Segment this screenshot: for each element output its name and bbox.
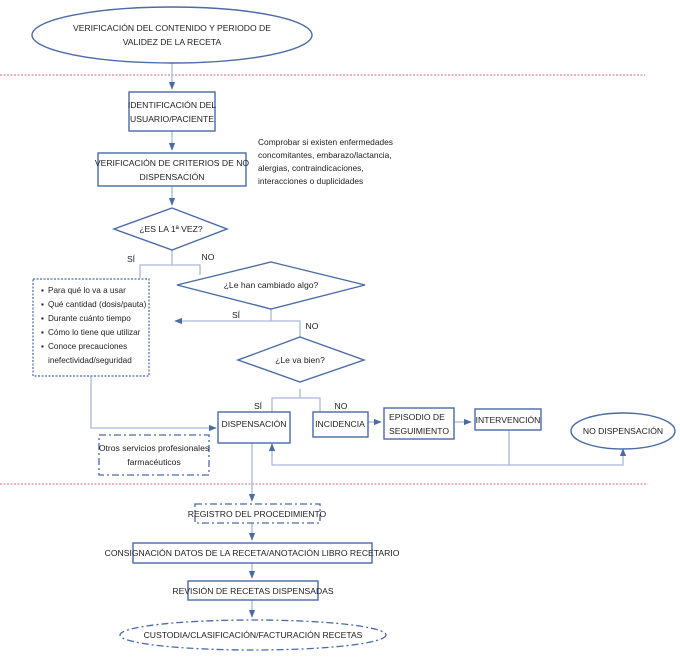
- node-consignacion: CONSIGNACIÓN DATOS DE LA RECETA/ANOTACIÓ…: [105, 542, 400, 564]
- node-incidencia-label: INCIDENCIA: [315, 419, 365, 429]
- node-custodia-label: CUSTODIA/CLASIFICACIÓN/FACTURACIÓN RECET…: [144, 630, 363, 640]
- node-registro: REGISTRO DEL PROCEDIMIENTO: [188, 503, 327, 524]
- node-no-dispensacion-label: NO DISPENSACIÓN: [583, 426, 663, 436]
- edge-vabien-no: [300, 397, 321, 412]
- note-line-1: Comprobar si existen enfermedades: [258, 137, 393, 147]
- edge-intervencion-nodispensacion: [509, 448, 627, 466]
- checklist-bullet: ▪: [41, 314, 44, 323]
- node-otros-line-2: farmacéuticos: [127, 457, 181, 467]
- checklist-items: ▪ Para qué lo va a usar ▪ Qué cantidad (…: [41, 286, 147, 365]
- node-dispensacion: DISPENSACIÓN: [217, 411, 291, 444]
- note-line-2: concomitantes, embarazo/lactancia,: [258, 150, 392, 160]
- checklist-bullet: ▪: [41, 342, 44, 351]
- edge-primera-no: [172, 264, 201, 275]
- decision-va-bien: ¿Le va bien?: [235, 336, 367, 383]
- edge-label-primera-si: SÍ: [127, 254, 136, 264]
- node-registro-label: REGISTRO DEL PROCEDIMIENTO: [188, 509, 327, 519]
- checklist-item: Qué cantidad (dosis/pauta): [48, 300, 147, 309]
- note-line-3: alergias, contraindicaciones,: [258, 163, 364, 173]
- node-identificacion: IDENTIFICACIÓN DEL USUARIO/PACIENTE: [128, 91, 217, 132]
- note-comprobar: Comprobar si existen enfermedades concom…: [258, 137, 393, 186]
- node-start-line-2: VALIDEZ DE LA RECETA: [123, 37, 222, 47]
- edge-label-cambiado-no: NO: [306, 321, 319, 331]
- edge-label-primera-no: NO: [202, 252, 215, 262]
- checklist-bullet: ▪: [41, 328, 44, 337]
- edge-primera-si: [139, 250, 173, 278]
- node-custodia: CUSTODIA/CLASIFICACIÓN/FACTURACIÓN RECET…: [119, 619, 387, 651]
- node-no-dispensacion: NO DISPENSACIÓN: [570, 412, 676, 450]
- node-episodio-line-1: EPISODIO DE: [389, 412, 445, 422]
- node-start-line-1: VERIFICACIÓN DEL CONTENIDO Y PERIODO DE: [73, 23, 271, 33]
- decision-cambiado-label: ¿Le han cambiado algo?: [224, 280, 319, 290]
- edge-label-vabien-no: NO: [335, 401, 348, 411]
- note-line-4: interacciones o duplicidades: [258, 176, 363, 186]
- node-incidencia: INCIDENCIA: [312, 411, 369, 438]
- node-intervencion: INTERVENCIÓN: [474, 408, 542, 431]
- node-verificacion-line-2: DISPENSACIÓN: [140, 172, 205, 182]
- node-episodio-line-2: SEGUIMIENTO: [389, 426, 449, 436]
- checklist-item: Durante cuánto tiempo: [48, 314, 131, 323]
- checklist-bullet: ▪: [41, 286, 44, 295]
- edge-label-vabien-si: SÍ: [254, 401, 263, 411]
- node-verificacion-line-1: VERIFICACIÓN DE CRITERIOS DE NO: [95, 158, 250, 168]
- node-revision-label: REVISIÓN DE RECETAS DISPENSADAS: [172, 586, 334, 596]
- checklist-bullet: ▪: [41, 300, 44, 309]
- node-start: VERIFICACIÓN DEL CONTENIDO Y PERIODO DE …: [31, 6, 313, 64]
- checklist-item: Para qué lo va a usar: [48, 286, 126, 295]
- node-identificacion-line-1: IDENTIFICACIÓN DEL: [128, 100, 217, 110]
- node-revision: REVISIÓN DE RECETAS DISPENSADAS: [172, 580, 334, 601]
- node-otros-servicios: Otros servicios profesionales farmacéuti…: [98, 434, 210, 476]
- node-dispensacion-label: DISPENSACIÓN: [222, 419, 287, 429]
- checklist-item: Conoce precauciones: [48, 342, 127, 351]
- edge-checklist-dispensacion: [90, 376, 217, 432]
- node-otros-line-1: Otros servicios profesionales: [99, 443, 209, 453]
- edge-intervencion-dispensacion: [268, 430, 510, 466]
- edge-label-cambiado-si: SÍ: [232, 310, 241, 320]
- decision-primera-vez: ¿ES LA 1ª VEZ?: [111, 207, 229, 251]
- node-episodio: EPISODIO DE SEGUIMIENTO: [383, 407, 455, 440]
- node-identificacion-line-2: USUARIO/PACIENTE: [130, 114, 214, 124]
- decision-primera-vez-label: ¿ES LA 1ª VEZ?: [139, 224, 203, 234]
- decision-va-bien-label: ¿Le va bien?: [275, 355, 325, 365]
- node-verificacion-criterios: VERIFICACIÓN DE CRITERIOS DE NO DISPENSA…: [95, 152, 250, 187]
- connectors: [90, 63, 627, 618]
- edge-cambiado-si: [174, 309, 272, 325]
- node-intervencion-label: INTERVENCIÓN: [476, 415, 541, 425]
- edge-cambiado-no: [271, 320, 301, 337]
- node-consignacion-label: CONSIGNACIÓN DATOS DE LA RECETA/ANOTACIÓ…: [105, 548, 400, 558]
- checklist-item: inefectividad/seguridad: [48, 356, 132, 365]
- checklist-item: Cómo lo tiene que utilizar: [48, 328, 141, 337]
- decision-cambiado: ¿Le han cambiado algo?: [176, 261, 366, 310]
- checklist-box: ▪ Para qué lo va a usar ▪ Qué cantidad (…: [32, 278, 150, 377]
- edge-vabien-si: [271, 389, 301, 412]
